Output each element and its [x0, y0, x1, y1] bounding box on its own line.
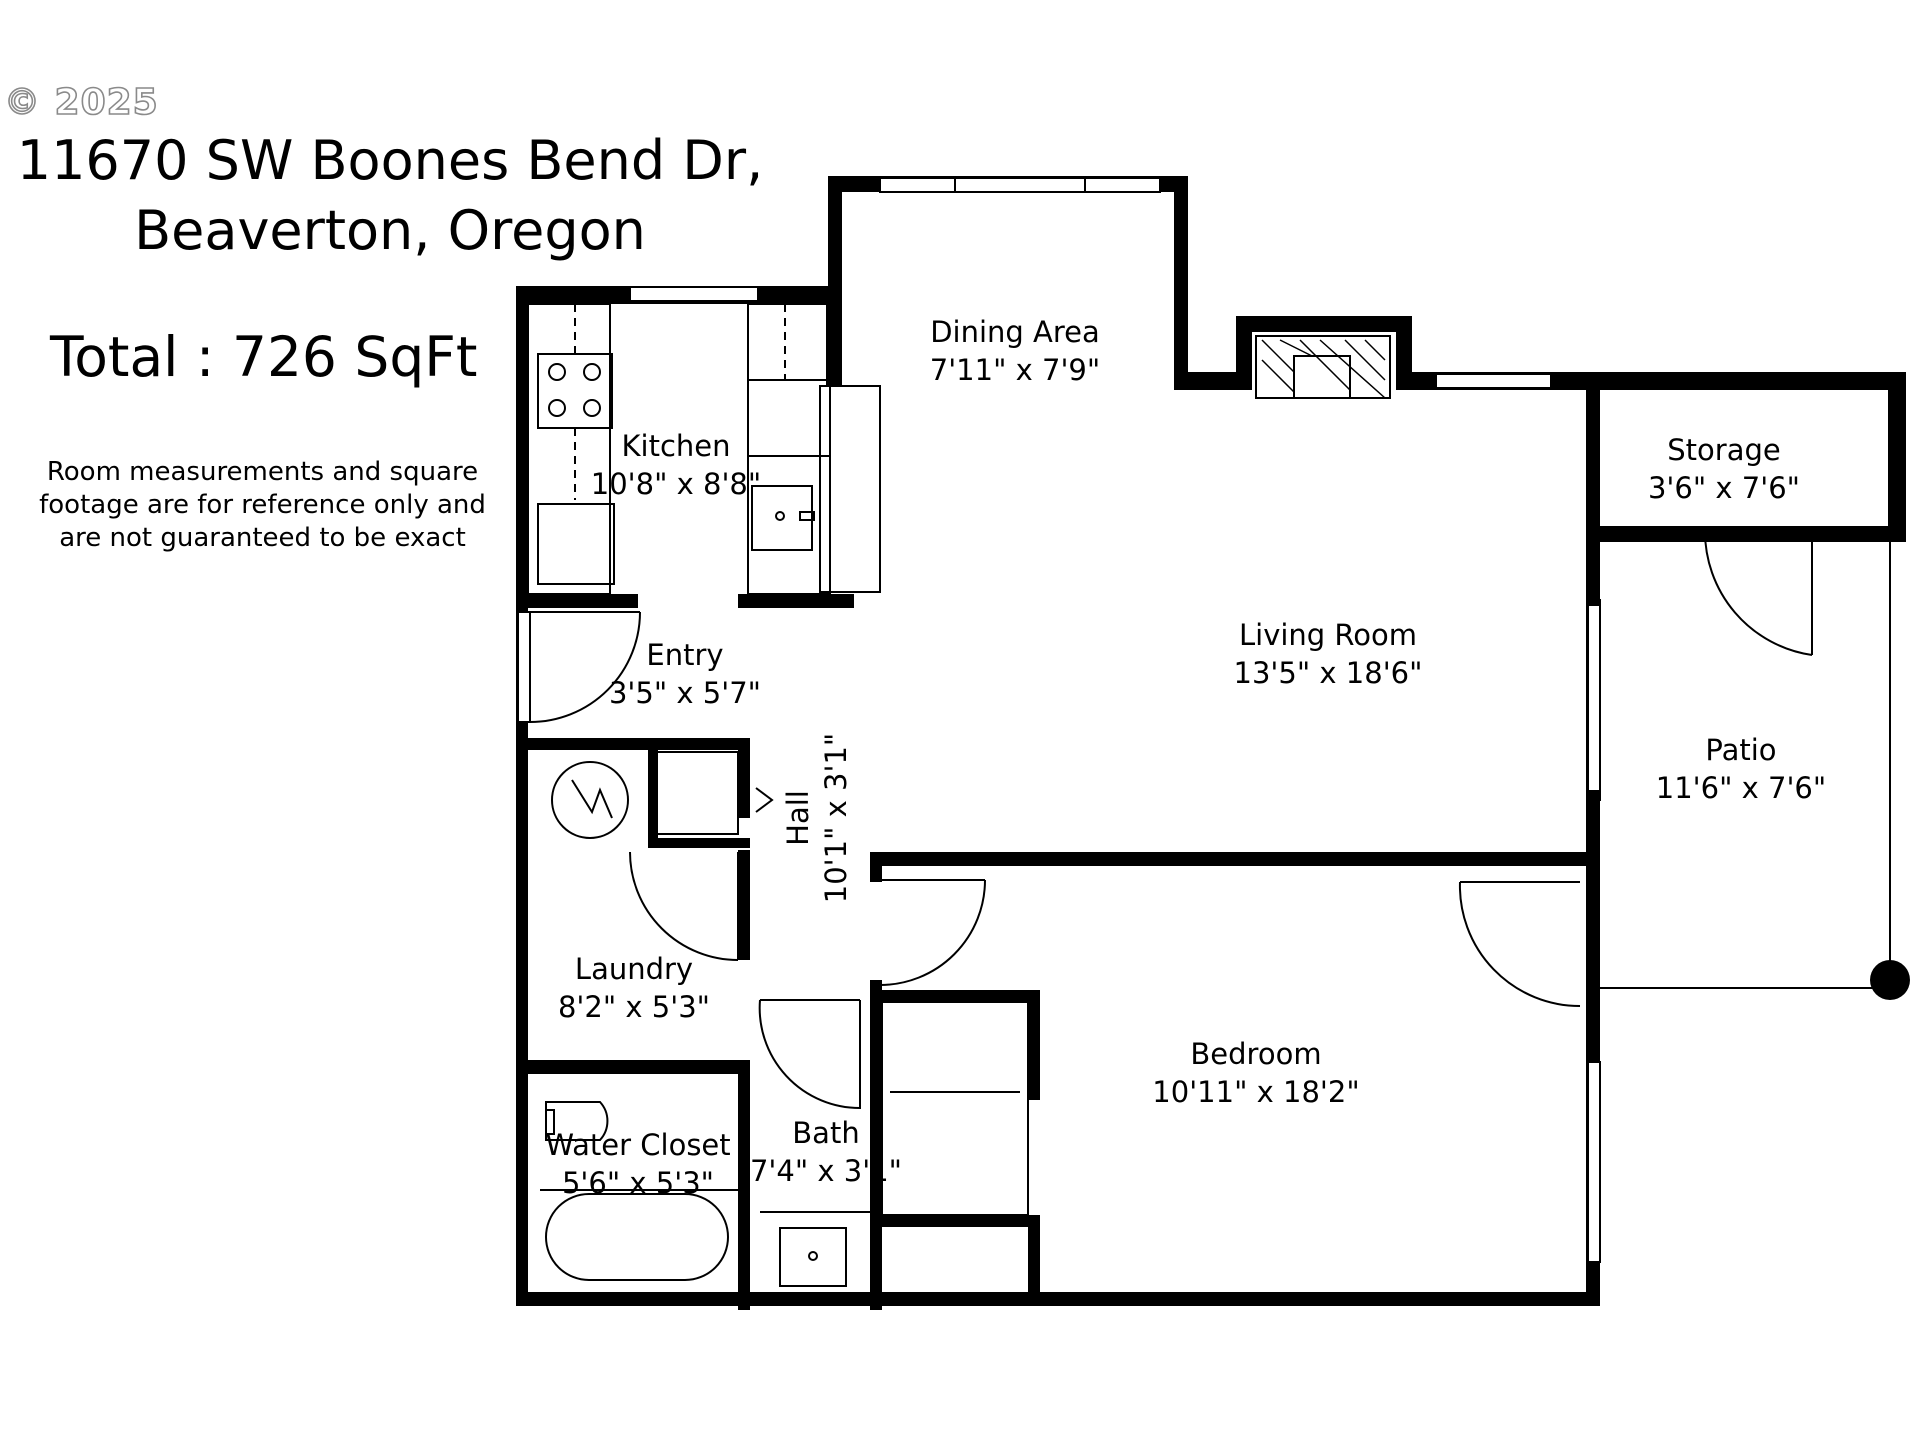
room-size-living: 13'5" x 18'6" — [1234, 656, 1423, 690]
room-size-entry: 3'5" x 5'7" — [609, 676, 761, 710]
bath-fixtures — [540, 1074, 870, 1292]
room-label-bath: Bath — [792, 1116, 859, 1150]
bath-sink-icon — [779, 1227, 847, 1287]
interior-walls — [528, 286, 1600, 1310]
entry-door — [529, 611, 641, 723]
toilet-icon — [545, 1101, 609, 1141]
stove-icon — [537, 353, 613, 429]
laundry-fixtures — [551, 751, 774, 839]
room-size-laundry: 8'2" x 5'3" — [558, 990, 710, 1024]
room-size-kitchen: 10'8" x 8'8" — [591, 467, 761, 501]
dishwasher-icon — [537, 503, 615, 585]
room-size-bath: 7'4" x 3'1" — [750, 1154, 902, 1188]
patio-outline — [1600, 542, 1910, 1000]
address-line-2: Beaverton, Oregon — [134, 199, 646, 262]
room-label-laundry: Laundry — [575, 952, 693, 986]
room-size-dining: 7'11" x 7'9" — [930, 353, 1100, 387]
room-label-storage: Storage — [1667, 433, 1780, 467]
room-size-bedroom: 10'11" x 18'2" — [1152, 1075, 1359, 1109]
room-label-water-closet: Water Closet — [545, 1128, 730, 1162]
fridge-icon — [747, 379, 831, 457]
laundry-door — [629, 851, 739, 961]
bathtub-icon — [545, 1193, 729, 1281]
kitchen-sink-icon — [751, 485, 813, 551]
bedroom-closet — [881, 1001, 1029, 1227]
room-size-storage: 3'6" x 7'6" — [1648, 471, 1800, 505]
address-line-1: 11670 SW Boones Bend Dr, — [16, 129, 764, 192]
room-label-kitchen: Kitchen — [622, 429, 731, 463]
room-label-entry: Entry — [646, 638, 723, 672]
room-label-living: Living Room — [1239, 618, 1417, 652]
disclaimer-line-3: are not guaranteed to be exact — [59, 523, 466, 553]
copyright-watermark: © 2025 — [3, 81, 159, 124]
fireplace-icon — [1255, 335, 1391, 399]
kitchen-fixtures — [527, 303, 881, 595]
room-label-hall: Hall — [781, 790, 815, 846]
windows — [517, 177, 1601, 1263]
storage-door — [1703, 529, 1813, 656]
disclaimer-line-1: Room measurements and square — [46, 457, 479, 487]
patio-door — [1458, 881, 1581, 1007]
total-square-footage: Total : 726 SqFt — [50, 325, 478, 389]
bedroom-door — [879, 879, 986, 986]
room-size-water-closet: 5'6" x 5'3" — [562, 1166, 714, 1200]
bath-door — [758, 999, 861, 1110]
disclaimer-line-2: footage are for reference only and — [39, 490, 486, 520]
measurement-disclaimer: Room measurements and square footage are… — [20, 456, 505, 555]
room-label-bedroom: Bedroom — [1190, 1037, 1321, 1071]
room-size-hall: 10'1" x 3'1" — [819, 733, 853, 903]
room-size-patio: 11'6" x 7'6" — [1656, 771, 1826, 805]
doors — [529, 529, 1813, 1110]
property-address: 11670 SW Boones Bend Dr, Beaverton, Oreg… — [0, 126, 780, 266]
room-label-patio: Patio — [1705, 733, 1776, 767]
water-heater-icon — [551, 761, 629, 839]
room-label-dining: Dining Area — [930, 315, 1100, 349]
